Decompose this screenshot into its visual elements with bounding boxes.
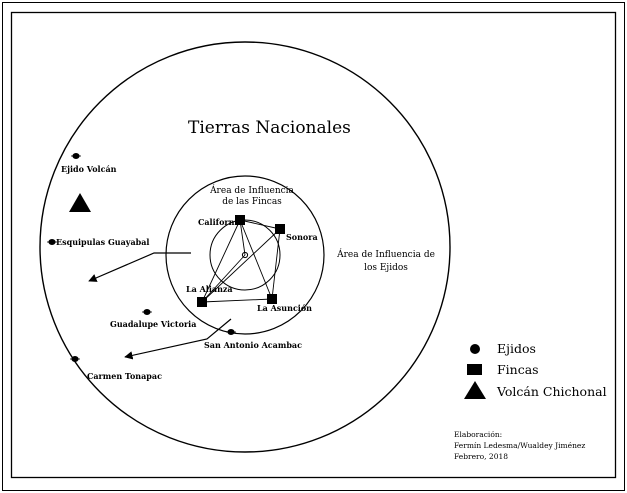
fincas-zone-label-2: de las Fincas [222,197,282,207]
national-lands-circle [39,41,451,453]
credit-line-3: Febrero, 2018 [454,452,508,461]
ejidos-zone-label-2: los Ejidos [364,263,408,273]
map-title: Tierras Nacionales [188,118,351,138]
finca-label-sonora: Sonora [286,232,318,242]
ejido-label-guadalupe-victoria: Guadalupe Victoria [110,319,196,329]
finca-marker-la-alianza [197,297,207,307]
credit-line-2: Fermín Ledesma/Wualdey Jiménez [454,441,585,450]
finca-label-la-asuncion: La Asunción [257,303,312,313]
credit-line-1: Elaboración: [454,430,502,439]
fincas-connections [201,219,281,303]
ejido-label-ejido-volcan: Ejido Volcán [61,164,117,174]
legend: Ejidos Fincas Volcán Chichonal [464,341,607,399]
finca-label-california: California [198,217,243,227]
finca-marker-california [235,215,245,225]
ejidos-zone-label-1: Área de Influencia de [336,248,435,260]
fincas-zone-label-1: Área de Influencia [209,184,294,196]
ejido-label-san-antonio-acambac: San Antonio Acambac [204,340,302,350]
arrow-to-carmen [124,318,232,360]
legend-ejidos-label: Ejidos [497,341,536,356]
inner-frame [10,11,617,479]
legend-volcano-icon [464,381,486,399]
legend-ejidos-icon [470,344,480,354]
legend-fincas-icon [467,364,482,375]
volcano-marker [69,193,91,212]
arrow-to-esquipulas [88,252,191,282]
ejido-label-esquipulas-guayabal: Esquipulas Guayabal [56,237,149,247]
ejido-label-carmen-tonapac: Carmen Tonapac [87,371,162,381]
finca-marker-sonora [275,224,285,234]
finca-label-la-alianza: La Alianza [186,284,233,294]
finca-marker-la-asuncion [267,294,277,304]
legend-volcano-label: Volcán Chichonal [496,384,607,399]
legend-fincas-label: Fincas [497,362,539,377]
fincas-influence-circle [165,175,325,335]
